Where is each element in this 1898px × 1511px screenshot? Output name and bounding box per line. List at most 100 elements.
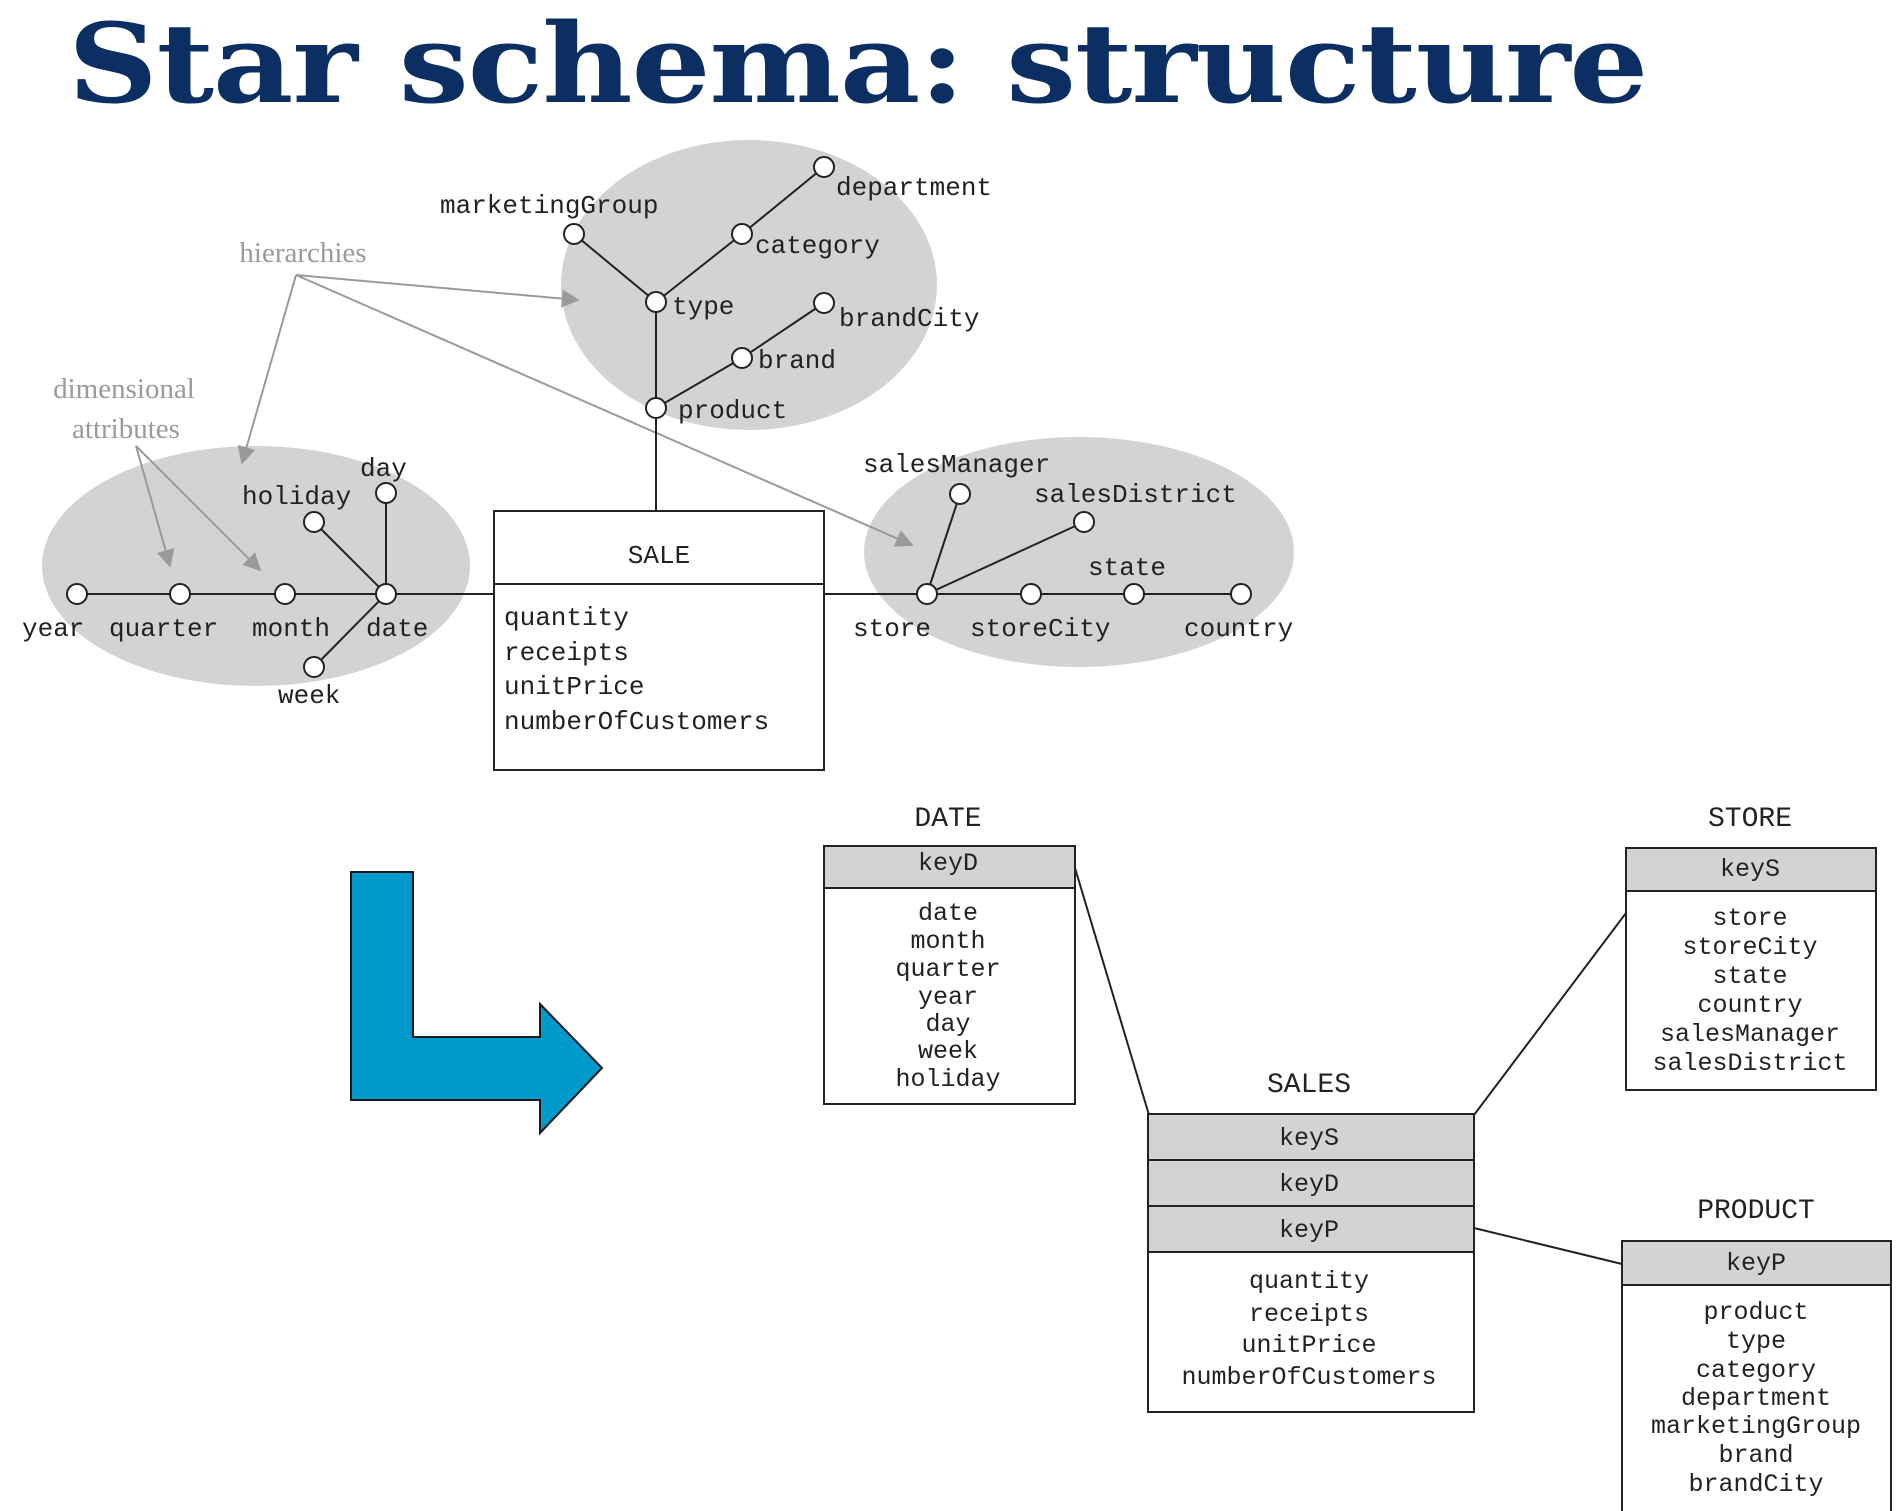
attr-label-state: state bbox=[1088, 553, 1166, 583]
node-storeCity bbox=[1020, 583, 1042, 605]
hierarchies-pointer-date bbox=[237, 274, 297, 465]
attr-label-product: product bbox=[678, 396, 787, 426]
sale-fact-name: SALE bbox=[628, 541, 690, 571]
attributes-pointer-quarter bbox=[135, 445, 175, 568]
rel-date-sales bbox=[1074, 867, 1150, 1116]
node-date bbox=[375, 583, 397, 605]
attr-label-salesDistrict: salesDistrict bbox=[1034, 480, 1237, 510]
attr-label-day: day bbox=[360, 454, 407, 484]
dimensional-attributes-label-line1: dimensional bbox=[53, 373, 195, 405]
attr-label-date: date bbox=[366, 614, 428, 644]
attribute-labels: year quarter month date day holiday week… bbox=[22, 173, 1293, 711]
sales-table-field: quantity bbox=[1249, 1267, 1369, 1296]
node-state bbox=[1123, 583, 1145, 605]
store-table-field: store bbox=[1712, 904, 1787, 933]
node-holiday bbox=[303, 511, 325, 533]
sales-table-field: unitPrice bbox=[1241, 1331, 1376, 1360]
attributes-pointer-month bbox=[135, 445, 262, 572]
product-table-field: type bbox=[1726, 1327, 1786, 1356]
attr-label-year: year bbox=[22, 614, 84, 644]
store-table-name: STORE bbox=[1708, 804, 1792, 835]
node-day bbox=[375, 482, 397, 504]
attr-label-department: department bbox=[836, 173, 992, 203]
node-product bbox=[645, 397, 667, 419]
hierarchies-pointer-product bbox=[295, 274, 580, 308]
product-table-field: product bbox=[1703, 1298, 1808, 1327]
attr-label-country: country bbox=[1184, 614, 1293, 644]
attr-label-type: type bbox=[672, 292, 734, 322]
store-table-field: salesManager bbox=[1660, 1020, 1840, 1049]
dimensional-attributes-label-line2: attributes bbox=[72, 413, 180, 445]
sale-measure: unitPrice bbox=[504, 672, 644, 702]
node-year bbox=[66, 583, 88, 605]
sales-table-name: SALES bbox=[1267, 1070, 1351, 1101]
product-table: PRODUCT keyP product type category depar… bbox=[1621, 1196, 1892, 1511]
sales-table: SALES keyS keyD keyP quantity receipts u… bbox=[1147, 1070, 1475, 1413]
sale-measure: numberOfCustomers bbox=[504, 707, 769, 737]
sales-table-key: keyS bbox=[1279, 1124, 1339, 1153]
sales-table-field: numberOfCustomers bbox=[1181, 1363, 1436, 1392]
date-table-field: holiday bbox=[895, 1065, 1000, 1094]
attr-label-storeCity: storeCity bbox=[970, 614, 1110, 644]
store-hierarchy-area bbox=[864, 437, 1294, 667]
sales-table-key: keyP bbox=[1279, 1216, 1339, 1245]
annotation-pointers bbox=[135, 274, 914, 572]
hierarchies-label: hierarchies bbox=[239, 237, 366, 269]
node-salesManager bbox=[949, 483, 971, 505]
store-table-field: state bbox=[1712, 962, 1787, 991]
node-brand bbox=[731, 347, 753, 369]
attr-label-holiday: holiday bbox=[242, 482, 351, 512]
date-table-field: quarter bbox=[895, 955, 1000, 984]
rel-store-sales bbox=[1473, 908, 1630, 1116]
attr-label-salesManager: salesManager bbox=[863, 450, 1050, 480]
date-table-field: month bbox=[910, 927, 985, 956]
node-department bbox=[813, 156, 835, 178]
attr-label-month: month bbox=[252, 614, 330, 644]
store-table-field: storeCity bbox=[1682, 933, 1817, 962]
sales-table-field: receipts bbox=[1249, 1300, 1369, 1329]
date-table-key: keyD bbox=[918, 849, 978, 878]
product-table-key: keyP bbox=[1726, 1249, 1786, 1278]
node-salesDistrict bbox=[1073, 511, 1095, 533]
product-table-field: category bbox=[1696, 1356, 1816, 1385]
attribute-nodes bbox=[66, 156, 1252, 678]
date-table: DATE keyD date month quarter year day we… bbox=[823, 804, 1076, 1105]
store-table-key: keyS bbox=[1720, 855, 1780, 884]
date-table-field: year bbox=[918, 983, 978, 1012]
node-category bbox=[731, 223, 753, 245]
attr-label-quarter: quarter bbox=[109, 614, 218, 644]
attr-label-brand: brand bbox=[758, 346, 836, 376]
rel-product-sales bbox=[1473, 1227, 1623, 1265]
date-table-field: date bbox=[918, 899, 978, 928]
sale-measure: receipts bbox=[504, 638, 629, 668]
date-table-field: day bbox=[925, 1010, 970, 1039]
product-table-field: brandCity bbox=[1688, 1470, 1823, 1499]
product-table-field: department bbox=[1681, 1384, 1831, 1413]
node-quarter bbox=[169, 583, 191, 605]
node-marketingGroup bbox=[563, 223, 585, 245]
attr-label-week: week bbox=[278, 681, 340, 711]
node-store bbox=[916, 583, 938, 605]
product-table-field: brand bbox=[1718, 1441, 1793, 1470]
node-country bbox=[1230, 583, 1252, 605]
sales-table-key: keyD bbox=[1279, 1170, 1339, 1199]
sale-measure: quantity bbox=[504, 603, 629, 633]
node-type bbox=[645, 291, 667, 313]
node-week bbox=[303, 656, 325, 678]
node-month bbox=[274, 583, 296, 605]
page-title: Star schema: structure bbox=[68, 0, 1648, 128]
store-table-field: salesDistrict bbox=[1652, 1049, 1847, 1078]
date-table-name: DATE bbox=[914, 804, 981, 835]
hierarchies-pointer-store bbox=[295, 274, 914, 547]
attr-label-marketingGroup: marketingGroup bbox=[440, 191, 658, 221]
node-brandCity bbox=[813, 292, 835, 314]
relationship-lines bbox=[1074, 867, 1630, 1265]
store-table-field: country bbox=[1697, 991, 1802, 1020]
sale-fact-box: SALE quantity receipts unitPrice numberO… bbox=[493, 510, 825, 771]
product-table-name: PRODUCT bbox=[1697, 1196, 1815, 1227]
transform-arrow-icon bbox=[350, 871, 604, 1136]
store-table: STORE keyS store storeCity state country… bbox=[1625, 804, 1877, 1091]
attr-label-category: category bbox=[755, 231, 880, 261]
product-table-field: marketingGroup bbox=[1651, 1412, 1861, 1441]
